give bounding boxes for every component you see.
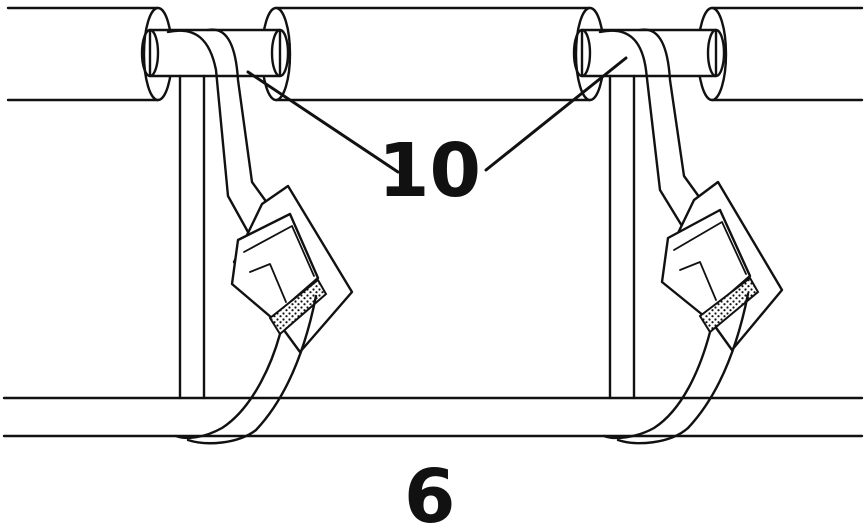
left-strap-assembly xyxy=(166,28,354,445)
leader-lines xyxy=(246,56,628,174)
vertical-posts xyxy=(178,74,636,400)
reference-label-6: 6 xyxy=(404,454,456,532)
left-upper-strap xyxy=(166,28,280,234)
upper-tube-left xyxy=(6,6,160,102)
left-buckle-teeth xyxy=(268,278,328,336)
right-lower-strap xyxy=(602,292,750,445)
upper-tube-assembly xyxy=(6,6,864,102)
lower-rail xyxy=(2,396,864,438)
right-coupling xyxy=(580,28,718,78)
right-strap-assembly xyxy=(598,28,784,445)
leader-line-right xyxy=(484,56,628,172)
upper-tube-middle xyxy=(274,6,592,102)
right-upper-strap xyxy=(598,28,712,228)
right-buckle-teeth xyxy=(698,276,760,334)
reference-label-10: 10 xyxy=(378,128,481,214)
leader-line-left xyxy=(246,70,400,174)
upper-tube-right xyxy=(710,6,864,102)
left-lower-strap xyxy=(174,294,318,445)
